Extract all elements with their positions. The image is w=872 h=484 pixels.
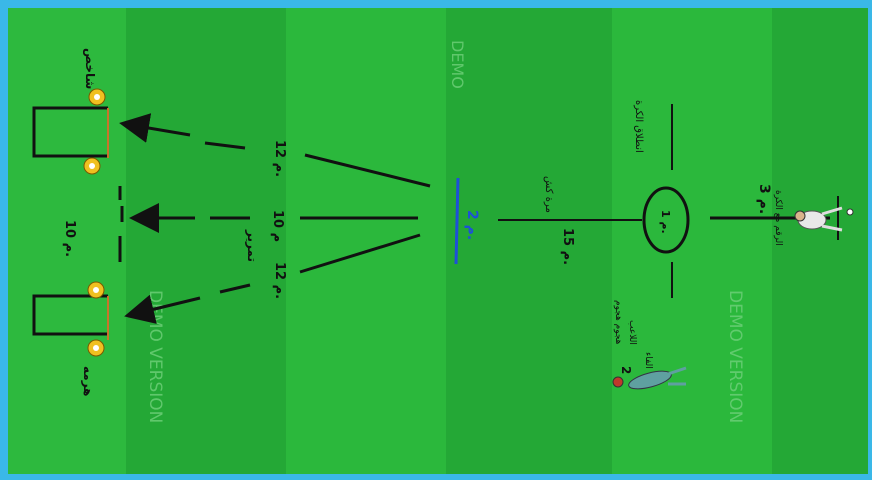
cone-icon (89, 89, 105, 105)
label-cone-top: شاخص (83, 48, 97, 89)
stripe (286, 8, 446, 474)
label-distance-top: 12 م. (272, 140, 287, 177)
label-pass-type: مرة كش (543, 176, 554, 213)
watermark-right: DEMO VERSION (725, 290, 745, 423)
cone-icon (88, 282, 104, 298)
stripe (446, 8, 612, 474)
label-player-3-number: 3 م. (756, 184, 772, 214)
label-player-2-line3: الفاء (643, 352, 653, 369)
blue-line (456, 178, 458, 264)
watermark-top: DEMO (448, 40, 467, 89)
label-player-2-line1: هجوم هجوم (613, 300, 623, 345)
label-player-2-tag: 2 (619, 366, 633, 374)
label-player-2-line2: اللاعب (627, 320, 637, 345)
label-pass-distance: 15 م. (560, 228, 575, 265)
label-player-3: الرقم مع الكرة (773, 190, 783, 246)
stripe (612, 8, 772, 474)
label-cone-bottom: هرمه (81, 366, 95, 397)
label-player-1: 1 م. (659, 210, 672, 234)
label-pass: تمرير (245, 229, 259, 262)
cone-icon (84, 158, 100, 174)
label-distance-middle: 10 م (270, 210, 285, 242)
label-distance-bottom: 12 م. (272, 262, 287, 299)
label-goal-distance: 10 م. (62, 220, 77, 257)
stripe (772, 8, 868, 474)
cone-icon (88, 340, 104, 356)
label-dribble: انطلاق الكرة (633, 100, 644, 153)
label-player-2-marker: 2 م. (464, 210, 480, 240)
